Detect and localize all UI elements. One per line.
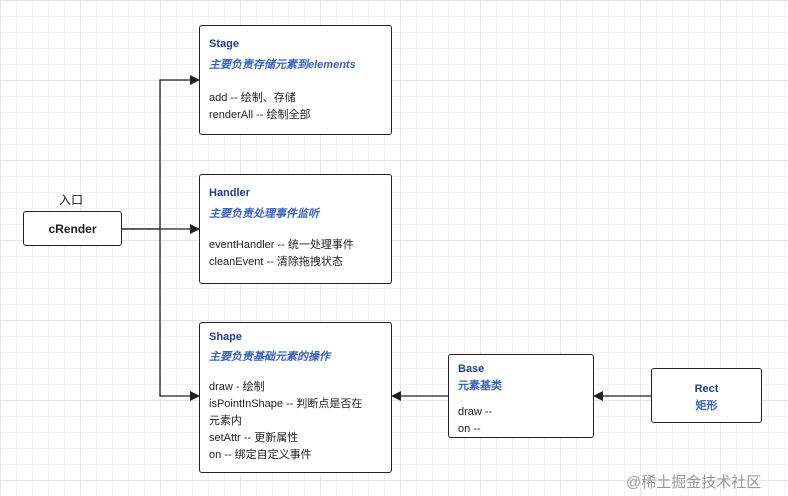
stage-description: add -- 绘制、存储 renderAll -- 绘制全部 [209,90,310,124]
handler-line: eventHandler -- 统一处理事件 [209,239,354,251]
shape-line: on -- 绑定自定义事件 [209,449,312,461]
handler-subtitle: 主要负责处理事件监听 [209,208,319,220]
connector-crender-to-stage [121,75,200,230]
watermark: @稀土掘金技术社区 [626,474,762,491]
handler-description: eventHandler -- 统一处理事件 cleanEvent -- 清除拖… [209,237,354,271]
base-title: Base [458,363,485,375]
handler-node[interactable]: Handler 主要负责处理事件监听 eventHandler -- 统一处理事… [199,174,392,284]
handler-line: cleanEvent -- 清除拖拽状态 [209,256,343,268]
handler-title: Handler [209,187,250,199]
shape-line: isPointInShape -- 判断点是否在 [209,398,363,410]
shape-description: draw - 绘制 isPointInShape -- 判断点是否在 元素内 s… [209,379,362,464]
shape-node[interactable]: Shape 主要负责基础元素的操作 draw - 绘制 isPointInSha… [199,322,392,473]
stage-title: Stage [209,38,239,50]
base-subtitle: 元素基类 [458,380,502,392]
crender-node[interactable]: cRender [23,211,122,246]
crender-title: cRender [48,222,97,236]
rect-subtitle: 矩形 [695,400,718,412]
base-line: on -- [458,423,481,435]
shape-line: draw - 绘制 [209,381,265,393]
base-description: draw -- on -- [458,404,492,438]
shape-line: setAttr -- 更新属性 [209,432,299,444]
shape-line: 元素内 [209,415,242,427]
stage-line: renderAll -- 绘制全部 [209,109,311,121]
base-line: draw -- [458,406,493,418]
stage-node[interactable]: Stage 主要负责存储元素到elements add -- 绘制、存储 ren… [199,25,392,135]
shape-subtitle: 主要负责基础元素的操作 [209,351,330,363]
connector-crender-to-shape [159,229,200,401]
stage-line: add -- 绘制、存储 [209,92,296,104]
rect-node[interactable]: Rect 矩形 [651,368,762,423]
base-node[interactable]: Base 元素基类 draw -- on -- [448,354,594,438]
stage-subtitle: 主要负责存储元素到elements [209,59,356,71]
entry-label: 入口 [59,193,84,207]
rect-title: Rect [694,383,719,395]
shape-title: Shape [209,331,243,343]
